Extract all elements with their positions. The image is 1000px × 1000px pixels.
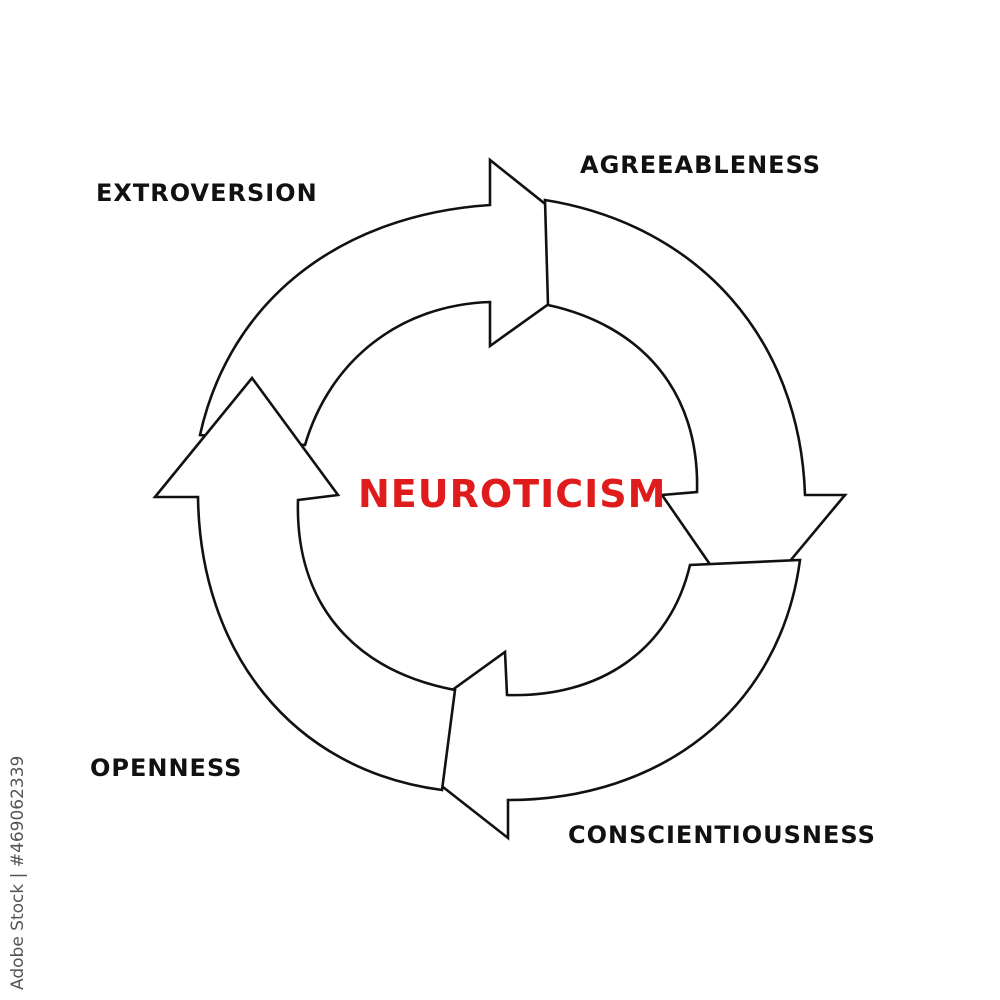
label-openness: OPENNESS xyxy=(90,745,243,785)
arrow-left xyxy=(152,375,457,792)
arrow-right xyxy=(543,198,848,618)
label-agreeableness: AGREEABLENESS xyxy=(580,142,822,182)
stock-watermark: Adobe Stock | #469062339 xyxy=(8,755,28,990)
arrow-bottom xyxy=(380,558,802,841)
arrow-top xyxy=(198,157,616,447)
label-extroversion: EXTROVERSION xyxy=(96,170,318,210)
center-label-neuroticism: NEUROTICISM xyxy=(358,472,667,516)
label-conscientiousness: CONSCIENTIOUSNESS xyxy=(568,812,876,852)
